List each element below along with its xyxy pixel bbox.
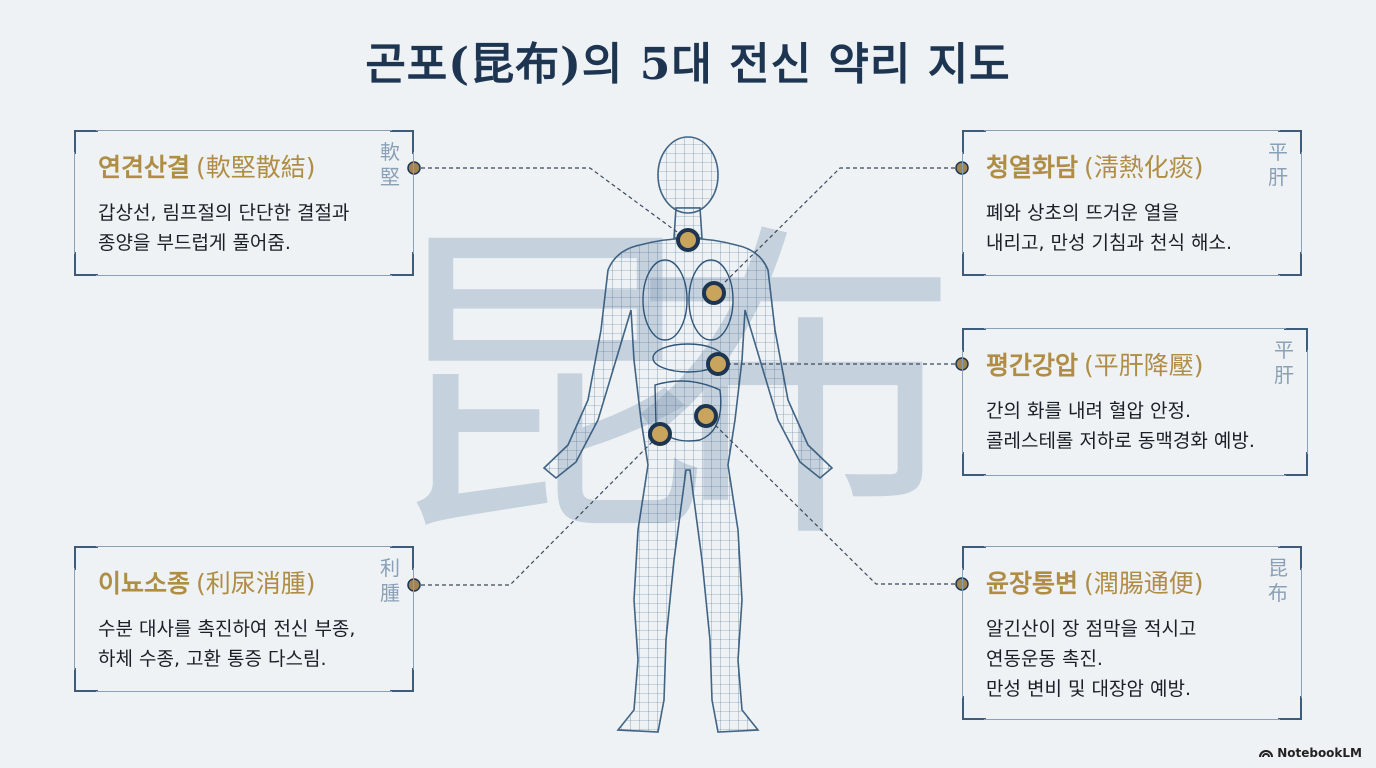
torso-limbs-shape [542, 237, 834, 733]
organs [642, 259, 734, 442]
effect-title: 윤장통변(潤腸通便) [986, 569, 1204, 598]
notebooklm-logo-icon [1259, 750, 1274, 758]
effect-title: 청열화담(淸熱化痰) [986, 153, 1204, 182]
effect-title: 이뇨소종(利尿消腫) [98, 569, 316, 598]
page-title: 곤포(昆布)의 5대 전신 약리 지도 [365, 39, 1011, 90]
seal-mark: 平肝 [1268, 140, 1288, 189]
effect-description: 수분 대사를 촉진하여 전신 부종,하체 수종, 고환 통증 다스림. [98, 618, 356, 670]
connector-lines [414, 167, 962, 586]
organ-markers [648, 228, 730, 446]
seal-mark: 平肝 [1274, 338, 1294, 387]
seal-mark: 利腫 [380, 556, 400, 605]
effect-title: 평간강압(平肝降壓) [986, 351, 1204, 380]
head-shape [657, 136, 719, 214]
effect-title: 연견산결(軟堅散結) [98, 153, 316, 182]
effect-card-pyeonggan: 평간강압(平肝降壓) 平肝 간의 화를 내려 혈압 안정.콜레스테롤 저하로 동… [962, 328, 1308, 476]
human-figure [542, 136, 834, 733]
effect-description: 간의 화를 내려 혈압 안정.콜레스테롤 저하로 동맥경화 예방. [986, 400, 1255, 452]
seal-mark: 軟堅 [380, 140, 400, 189]
effect-card-inyo: 이뇨소종(利尿消腫) 利腫 수분 대사를 촉진하여 전신 부종,하체 수종, 고… [74, 546, 414, 692]
notebooklm-badge: NotebookLM [1259, 746, 1362, 760]
seal-mark: 昆布 [1268, 556, 1288, 605]
